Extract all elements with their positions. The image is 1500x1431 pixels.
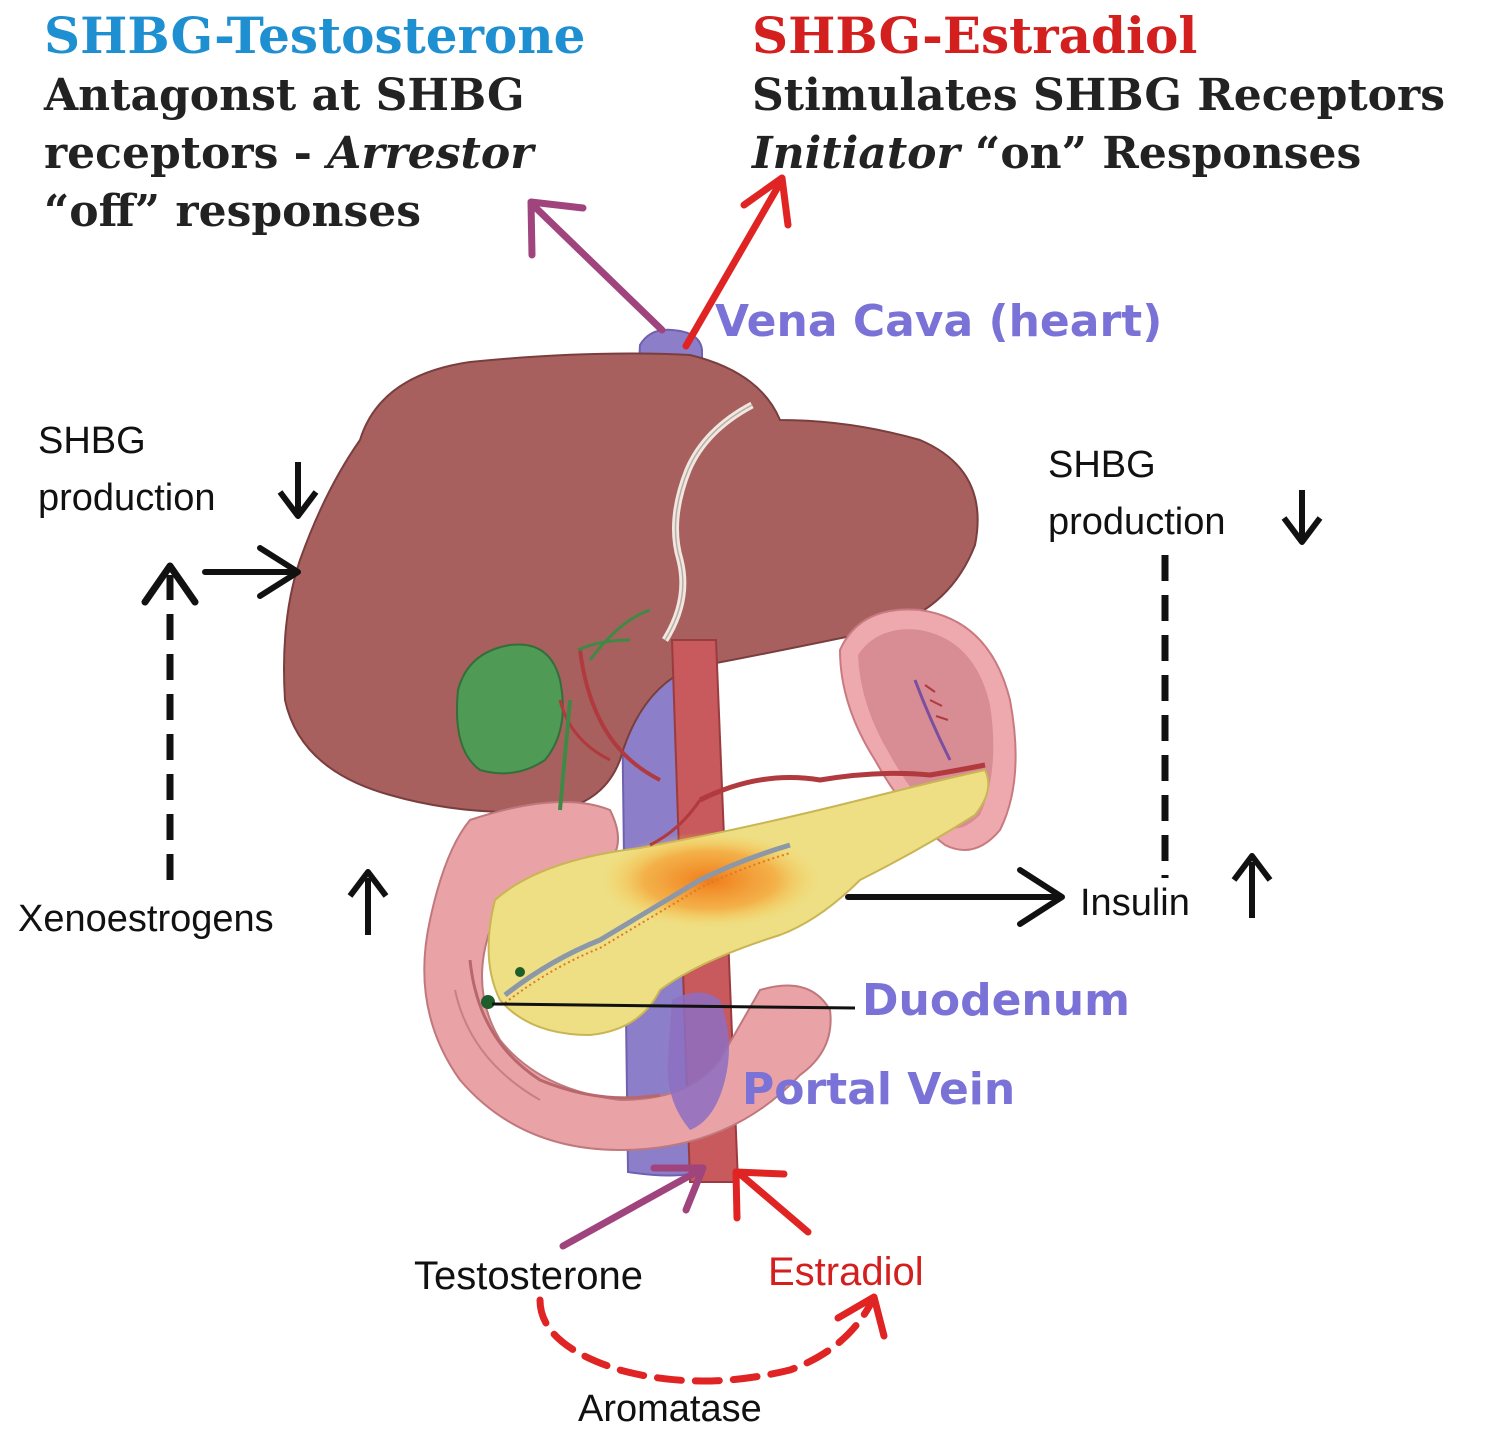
label-production-left: production: [38, 477, 216, 519]
label-estradiol: Estradiol: [768, 1250, 924, 1294]
testosterone-panel-line2: receptors - Arrestor: [44, 128, 533, 179]
label-portal-vein: Portal Vein: [742, 1064, 1016, 1115]
splenic-artery: [698, 762, 986, 803]
label-vena-cava: Vena Cava (heart): [715, 296, 1163, 347]
arrow-xeno-to-shbg: [141, 562, 199, 880]
estradiol-panel-line2: Initiator “on” Responses: [752, 128, 1361, 179]
estradiol-line2-italic: Initiator: [752, 128, 960, 179]
portal-vein-vessel: [667, 992, 729, 1130]
pancreatic-duct: [503, 842, 791, 997]
testosterone-line2-italic: Arrestor: [327, 128, 534, 179]
arrow-testosterone-out: [527, 198, 666, 334]
testosterone-panel-title: SHBG-Testosterone: [44, 6, 586, 65]
papilla-marker: [481, 995, 495, 1009]
label-testosterone: Testosterone: [414, 1254, 644, 1298]
arrow-estradiol-out: [682, 174, 792, 350]
label-duodenum: Duodenum: [862, 975, 1130, 1026]
testosterone-line2-prefix: receptors -: [44, 128, 328, 179]
label-insulin: Insulin: [1080, 882, 1190, 924]
arrow-up-icon: [347, 869, 389, 935]
gallbladder: [455, 643, 564, 775]
testosterone-panel-line1: Antagonst at SHBG: [44, 70, 525, 121]
arrow-down-icon: [277, 462, 319, 519]
estradiol-panel-title: SHBG-Estradiol: [752, 6, 1198, 65]
label-aromatase: Aromatase: [578, 1388, 762, 1430]
testosterone-panel-line3: “off” responses: [44, 186, 421, 237]
arrow-down-icon: [1281, 490, 1323, 545]
estradiol-panel-line1: Stimulates SHBG Receptors: [752, 70, 1445, 121]
arrow-up-icon: [1231, 853, 1273, 918]
aromatase-curve: [536, 1293, 888, 1385]
arrow-estradiol-in: [732, 1168, 812, 1236]
estradiol-line2-suffix: “on” Responses: [959, 128, 1362, 179]
arrow-pancreas-to-insulin: [845, 867, 1065, 927]
arrow-shbg-to-liver: [202, 545, 301, 599]
label-shbg-left: SHBG: [38, 420, 146, 462]
label-xenoestrogens: Xenoestrogens: [18, 898, 274, 940]
duodenum-pointer: [491, 1002, 856, 1010]
label-production-right: production: [1048, 501, 1226, 543]
label-shbg-right: SHBG: [1048, 444, 1156, 486]
arrow-testosterone-in: [559, 1164, 707, 1250]
